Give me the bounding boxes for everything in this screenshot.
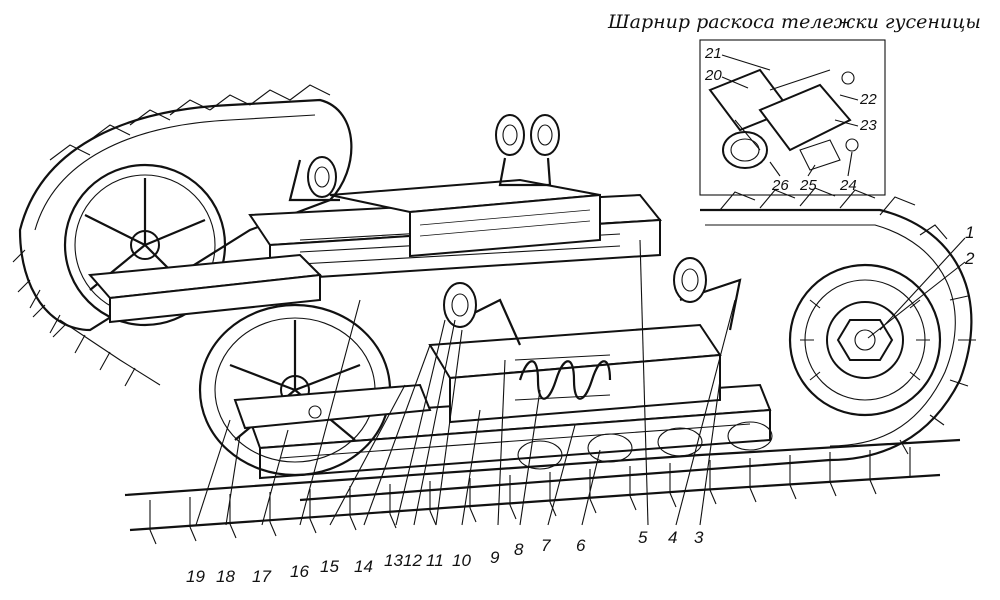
callout-16: 16 xyxy=(290,562,309,581)
callout-4: 4 xyxy=(668,528,677,547)
inset-label-25: 25 xyxy=(799,177,817,194)
lower-track-run xyxy=(124,438,961,545)
callout-6: 6 xyxy=(576,536,586,555)
hinge-drawing xyxy=(708,68,859,171)
callout-13: 13 xyxy=(384,551,403,570)
callout-19: 19 xyxy=(186,567,205,586)
callout-11: 11 xyxy=(426,551,444,570)
hinge-inset: Шарнир раскоса тележки гусеницы 21 20 22… xyxy=(607,11,981,196)
inset-frame xyxy=(699,39,886,196)
upper-roller-pair-2 xyxy=(288,156,340,202)
callout-7: 7 xyxy=(541,536,551,555)
callout-9: 9 xyxy=(490,548,500,567)
lower-road-rollers xyxy=(443,257,773,470)
callout-15: 15 xyxy=(320,557,339,576)
callout-5: 5 xyxy=(638,528,648,547)
callout-10: 10 xyxy=(452,551,471,570)
inset-label-23: 23 xyxy=(859,117,877,134)
inset-label-22: 22 xyxy=(859,91,877,108)
callout-numbers: 1 2 3 4 5 6 7 8 9 10 11 12 13 14 15 16 1… xyxy=(186,223,975,586)
callout-12: 12 xyxy=(403,551,422,570)
inset-label-24: 24 xyxy=(839,177,857,194)
callout-8: 8 xyxy=(514,540,524,559)
coil-spring xyxy=(514,354,612,401)
upper-support-rollers xyxy=(288,114,560,202)
callout-leaders xyxy=(195,237,966,526)
inset-labels: 21 20 22 23 26 25 24 xyxy=(704,45,877,194)
callout-2: 2 xyxy=(964,249,975,268)
inset-label-20: 20 xyxy=(704,67,722,84)
carriage-frame xyxy=(87,178,662,324)
front-idler-wheel xyxy=(198,303,432,477)
callout-17: 17 xyxy=(252,567,271,586)
rear-track-shoes xyxy=(12,84,331,338)
inset-title: Шарнир раскоса тележки гусеницы xyxy=(607,11,981,33)
upper-roller-pair-1 xyxy=(495,114,560,187)
callout-3: 3 xyxy=(694,528,704,547)
inset-label-26: 26 xyxy=(771,177,789,194)
callout-18: 18 xyxy=(216,567,235,586)
drive-sprocket xyxy=(788,263,942,417)
callout-1: 1 xyxy=(965,223,974,242)
inset-label-21: 21 xyxy=(704,45,722,62)
callout-14: 14 xyxy=(354,557,373,576)
